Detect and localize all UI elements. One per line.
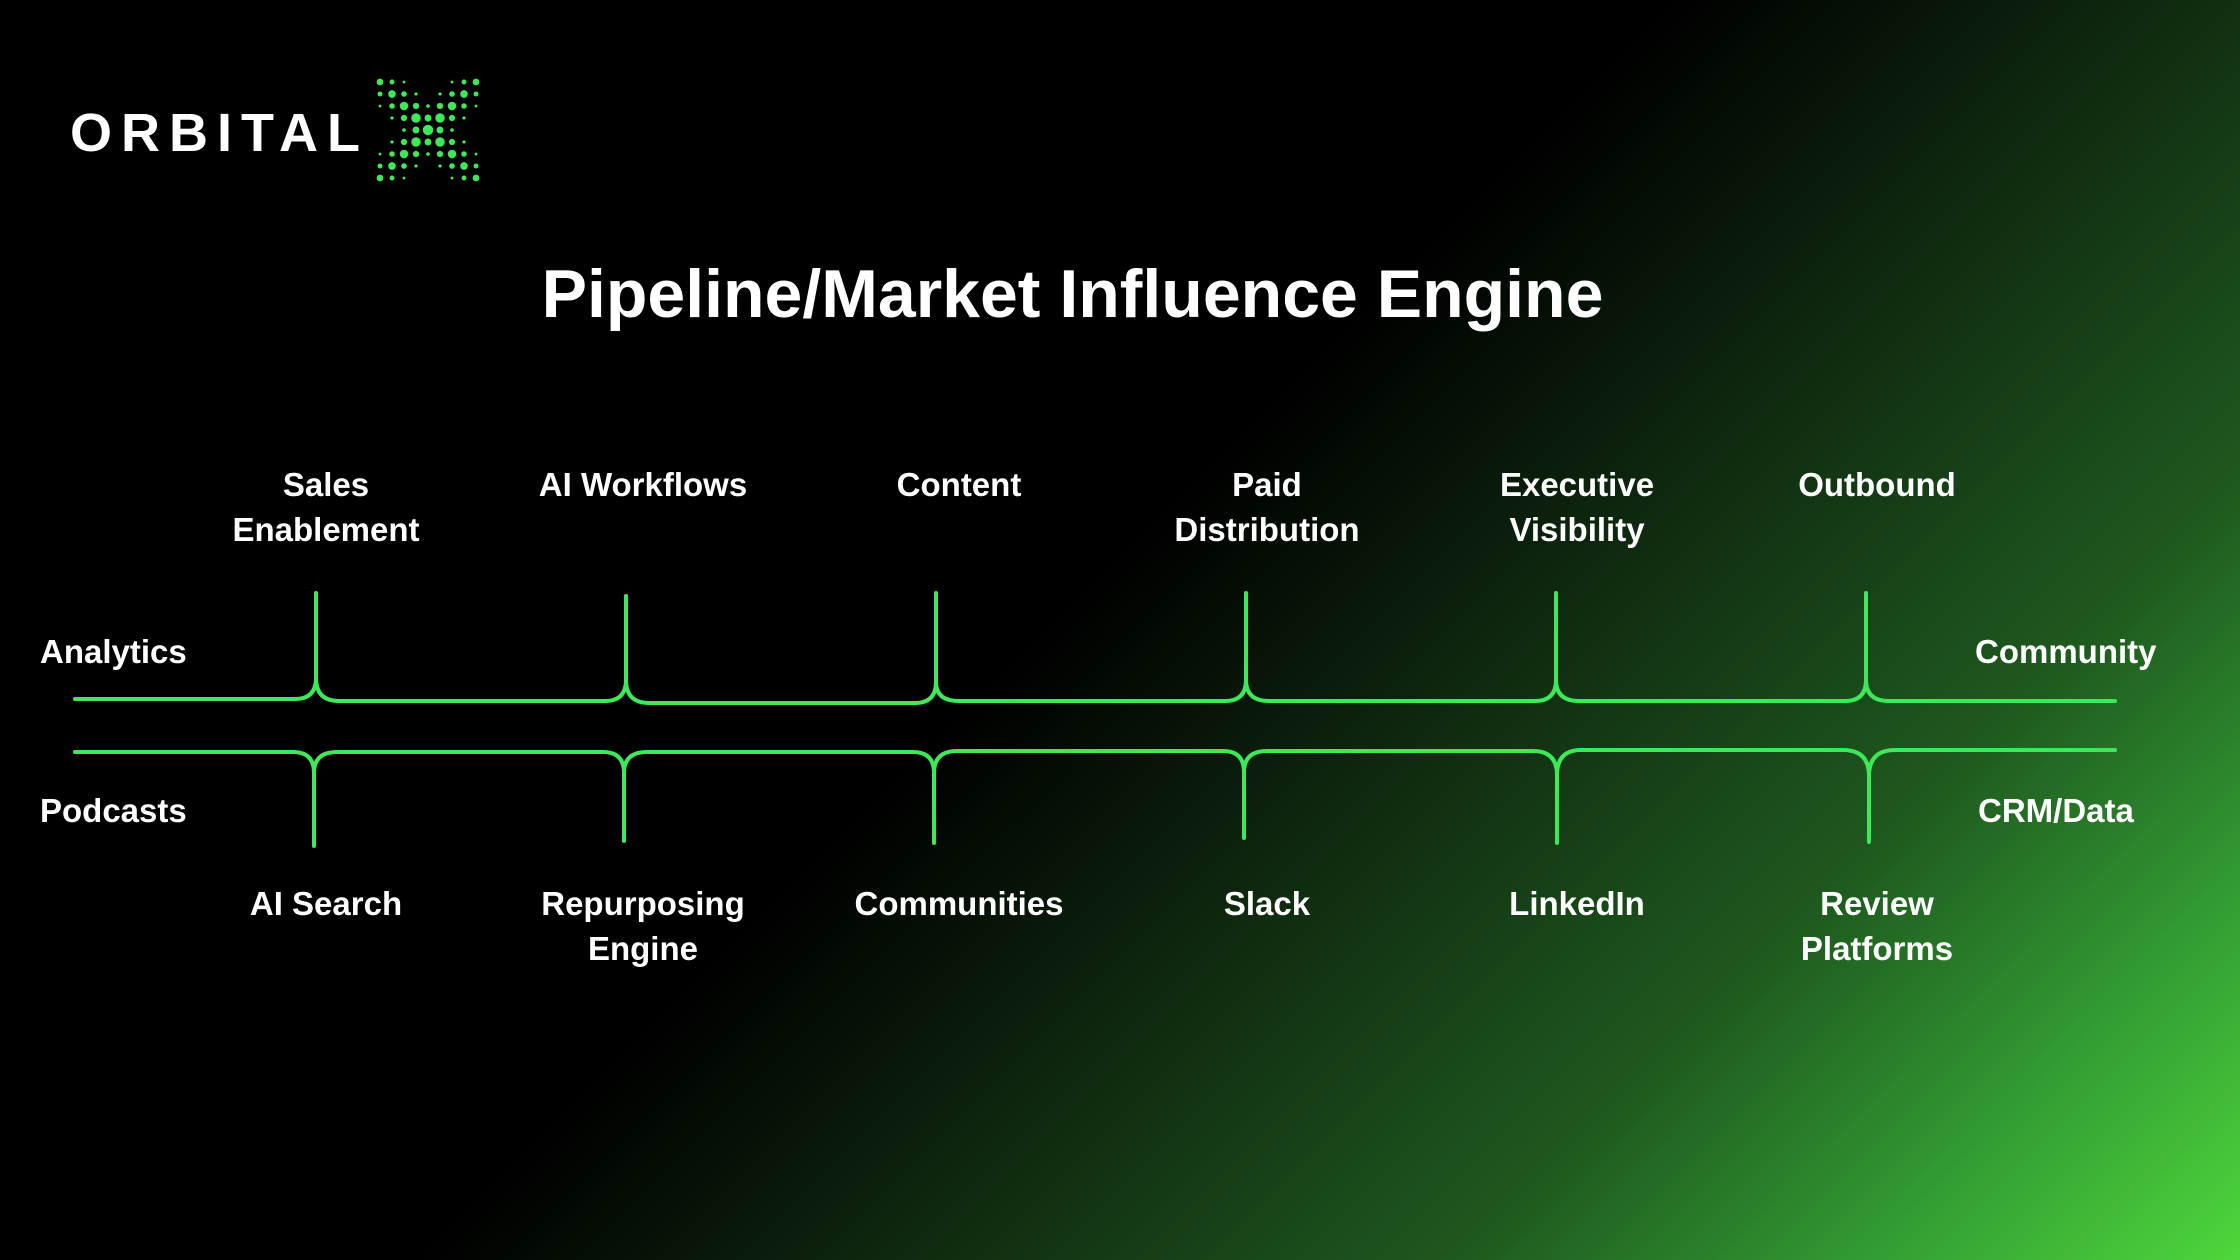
bottom-label-review-platforms: Review Platforms: [1800, 885, 1954, 967]
top-label-sales-enablement: Sales Enablement: [232, 466, 420, 548]
page-title: Pipeline/Market Influence Engine: [541, 256, 1604, 332]
logo-dot: [436, 126, 444, 134]
top-label-outbound: Outbound: [1798, 466, 1956, 503]
logo-dot: [436, 102, 444, 110]
logo-dot: [388, 162, 396, 170]
logo-dot: [402, 128, 406, 132]
bottom-label-slack: Slack: [1223, 885, 1311, 922]
bottom-label-ai-search: AI Search: [249, 885, 403, 922]
top-label-content: Content: [896, 466, 1022, 503]
logo-dot: [438, 164, 442, 168]
logo-dot: [412, 102, 420, 110]
logo-dot: [402, 176, 406, 180]
logo-dot: [449, 91, 455, 97]
top-label-ai-workflows: AI Workflows: [538, 466, 748, 503]
right-label-community: Community: [1975, 633, 2157, 670]
logo-dot: [461, 151, 467, 157]
logo-dot: [438, 92, 442, 96]
logo-dot: [447, 101, 457, 111]
brand-name: ORBITAL: [70, 103, 369, 163]
logo-dot: [389, 175, 395, 181]
left-label-analytics: Analytics: [40, 633, 187, 670]
logo-dot: [377, 163, 383, 169]
logo-dot: [388, 90, 396, 98]
logo-dot: [450, 128, 454, 132]
logo-dot: [435, 113, 445, 123]
top-label-paid-distribution: Paid Distribution: [1174, 466, 1360, 548]
logo-dot: [448, 138, 456, 146]
logo-dot: [473, 163, 479, 169]
top-label-executive-visibility: Executive Visibility: [1499, 466, 1655, 548]
bottom-label-repurposing-engine: Repurposing Engine: [541, 885, 745, 967]
logo-dot: [399, 101, 409, 111]
logo-dot: [389, 103, 395, 109]
lower-rail-line: [73, 748, 2117, 848]
logo-dot: [390, 116, 394, 120]
right-label-crm-data: CRM/Data: [1978, 792, 2134, 829]
logo-dot: [378, 152, 382, 156]
logo-dot: [473, 91, 479, 97]
logo-dot: [399, 149, 409, 159]
x-dots-mark-icon: [376, 78, 480, 182]
logo-dot: [426, 104, 430, 108]
logo-dot: [412, 126, 420, 134]
logo-dot: [460, 162, 468, 170]
upper-rail-line: [73, 591, 2117, 705]
left-label-podcasts: Podcasts: [40, 792, 187, 829]
logo-dot: [447, 149, 457, 159]
logo-dot: [474, 152, 478, 156]
bottom-label-communities: Communities: [854, 885, 1064, 922]
logo-dot: [401, 91, 407, 97]
logo-dot: [461, 175, 467, 181]
logo-dot: [389, 79, 395, 85]
bottom-label-linkedin: LinkedIn: [1509, 885, 1645, 922]
logo-dot: [450, 80, 454, 84]
logo-dot: [424, 114, 432, 122]
logo-dot: [472, 78, 480, 86]
logo-dot: [426, 152, 430, 156]
logo-dot: [400, 138, 408, 146]
logo-dot: [474, 104, 478, 108]
logo-dot: [402, 80, 406, 84]
logo-dot: [461, 79, 467, 85]
logo-dot: [414, 92, 418, 96]
logo-dot: [448, 114, 456, 122]
logo-dot: [376, 174, 384, 182]
logo-dot: [435, 137, 445, 147]
logo-dot: [462, 140, 466, 144]
logo-dot: [401, 163, 407, 169]
logo-dot: [376, 78, 384, 86]
logo-dot: [411, 137, 421, 147]
logo-dot: [411, 113, 421, 123]
logo-dot: [390, 140, 394, 144]
logo-dot: [450, 176, 454, 180]
logo-dot: [472, 174, 480, 182]
logo-dot: [389, 151, 395, 157]
logo-dot: [422, 124, 434, 136]
logo-dot: [377, 91, 383, 97]
logo-dot: [424, 138, 432, 146]
logo-dot: [378, 104, 382, 108]
logo-dot: [460, 90, 468, 98]
brand-logo: ORBITAL: [70, 72, 490, 188]
logo-dot: [414, 164, 418, 168]
logo-dot: [461, 103, 467, 109]
logo-dot: [449, 163, 455, 169]
logo-dot: [436, 150, 444, 158]
logo-dot: [400, 114, 408, 122]
logo-dot: [462, 116, 466, 120]
logo-dot: [412, 150, 420, 158]
